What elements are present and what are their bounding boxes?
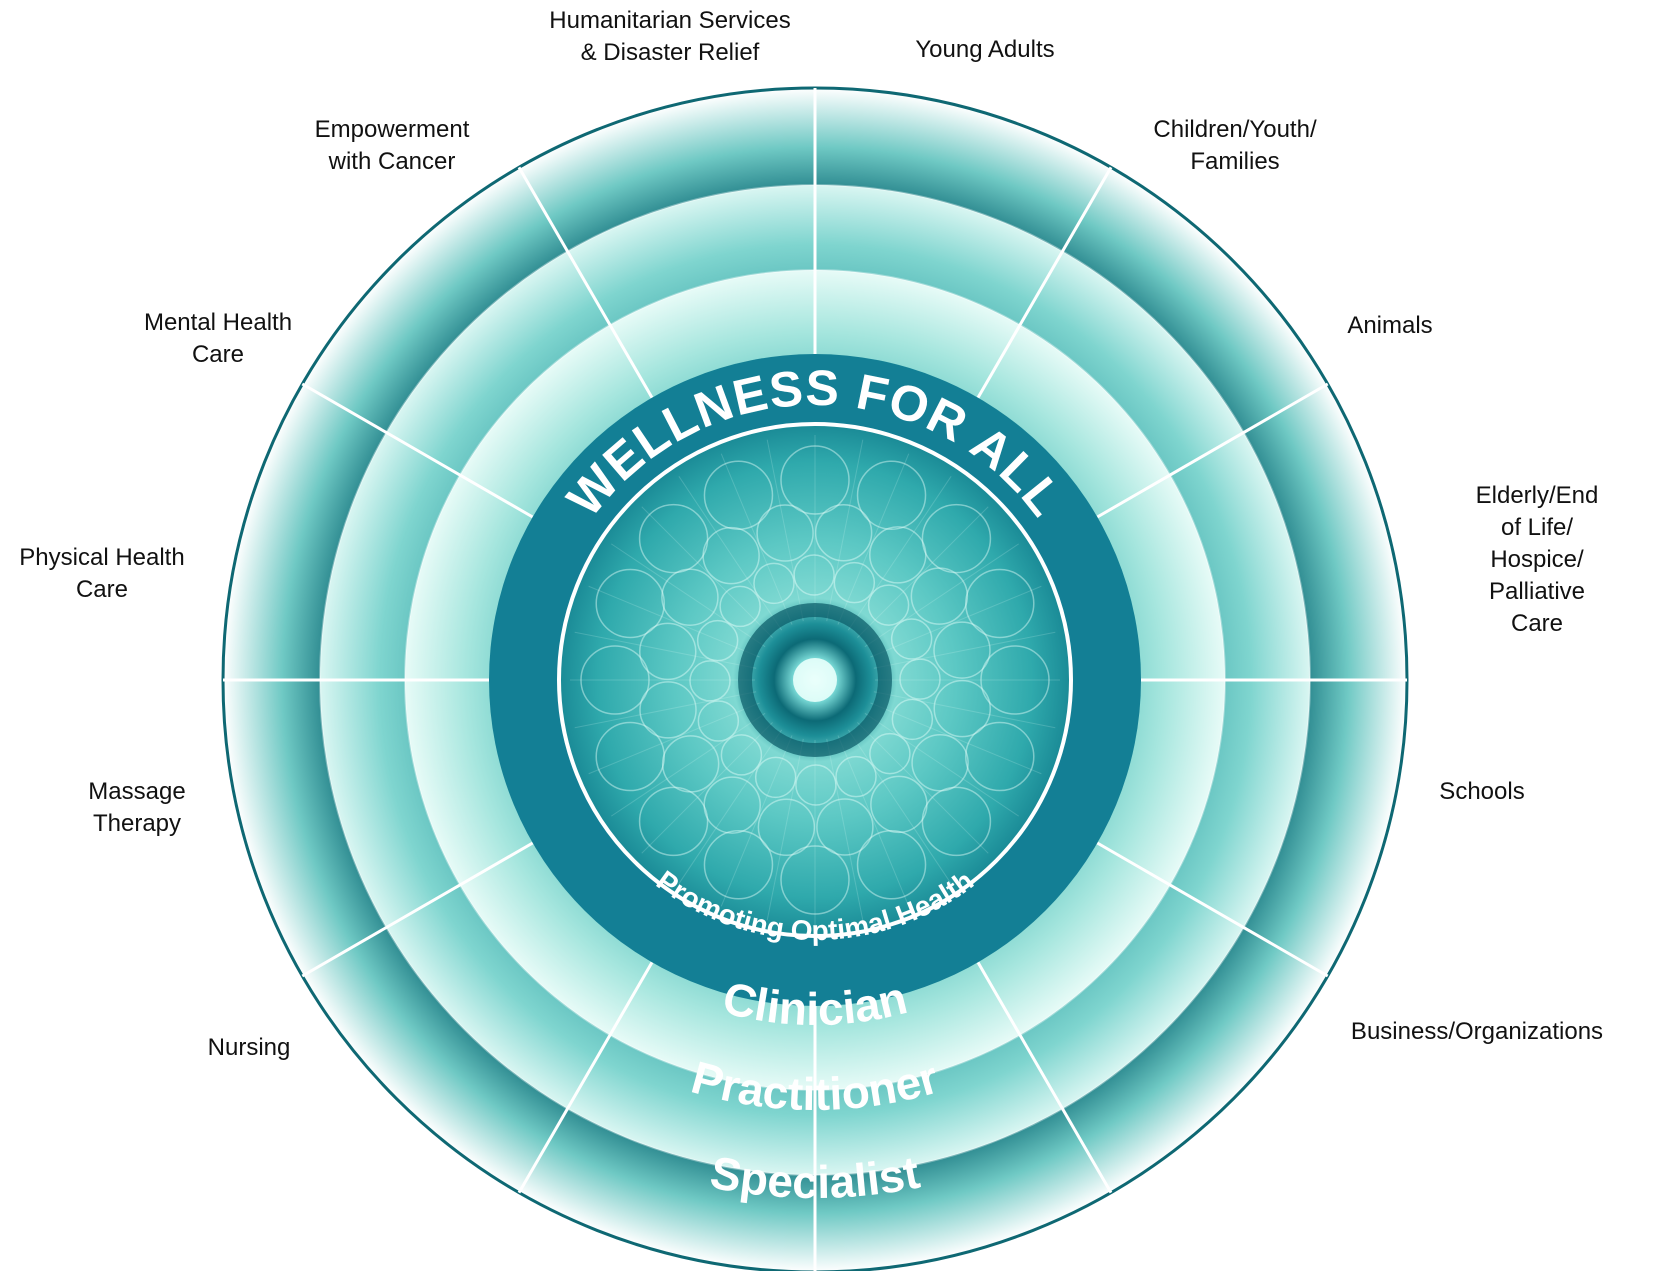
- sector-divider: [517, 166, 654, 399]
- sector-divider: [976, 961, 1113, 1194]
- sector-divider: [517, 961, 654, 1194]
- sector-divider: [301, 382, 534, 519]
- sector-label-animals: Animals: [1347, 312, 1433, 339]
- sector-label-mental-health: Mental Health Care: [143, 309, 293, 368]
- ring-label-specialist: Specialist: [707, 1146, 924, 1208]
- sector-label-nursing: Nursing: [207, 1034, 291, 1061]
- sector-label-schools: Schools: [1439, 778, 1525, 805]
- sector-label-business-organizations: Business/Organizations: [1350, 1018, 1604, 1045]
- sector-divider: [301, 841, 534, 978]
- sector-label-elderly-hospice: Elderly/End of Life/ Hospice/ Palliative…: [1475, 482, 1599, 637]
- sector-label-massage-therapy: Massage Therapy: [88, 778, 186, 837]
- core-dark-ring: [738, 603, 892, 757]
- ring-separator: [319, 184, 1311, 1176]
- sector-divider: [976, 166, 1113, 399]
- sector-label-children-youth-families: Children/Youth/ Families: [1153, 116, 1317, 175]
- ring-separator: [404, 269, 1226, 1091]
- sector-label-humanitarian: Humanitarian Services & Disaster Relief: [549, 7, 791, 66]
- sector-label-young-adults: Young Adults: [915, 36, 1055, 63]
- sector-label-physical-health: Physical Health Care: [19, 544, 185, 603]
- sector-divider: [1096, 841, 1329, 978]
- mandala-petals: [570, 435, 1060, 925]
- core-glow: [793, 658, 837, 702]
- sector-label-empowerment-cancer: Empowerment with Cancer: [314, 116, 470, 175]
- sector-divider: [1096, 382, 1329, 519]
